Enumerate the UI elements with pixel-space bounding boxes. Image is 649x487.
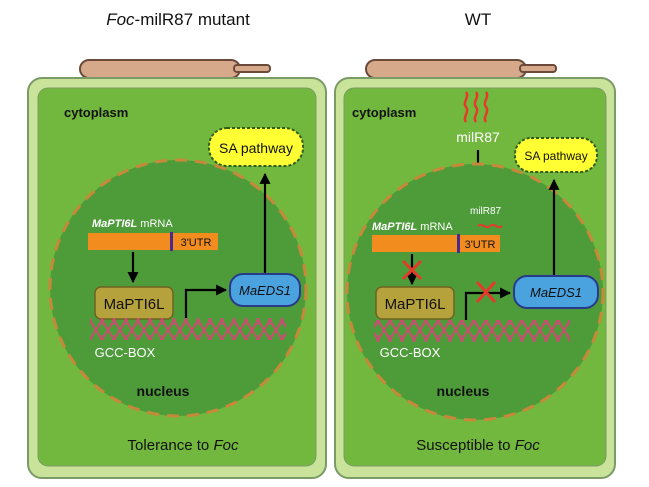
- right-hypha: [365, 59, 557, 79]
- right-panel: WT cytoplasm milR87 SA pathway nucleus m…: [334, 10, 616, 479]
- right-utr-label: 3'UTR: [465, 239, 496, 251]
- left-nucleus-label: nucleus: [137, 383, 190, 399]
- right-outcome-label: Susceptible to Foc: [416, 437, 540, 454]
- left-hypha: [79, 59, 271, 79]
- right-utr-mark: [457, 234, 460, 253]
- right-dna: [374, 320, 570, 342]
- right-eds1-box: [513, 275, 599, 309]
- right-sa-pathway-box: [514, 137, 598, 173]
- right-mrna-label: MaPTI6L mRNA: [372, 221, 453, 233]
- right-protein-label: MaPTI6L: [385, 296, 446, 313]
- right-cytoplasm-label: cytoplasm: [352, 105, 416, 120]
- right-activation-block-x-icon: [475, 280, 497, 304]
- right-sa-pathway-label: SA pathway: [524, 149, 587, 163]
- milr87-squiggle-icon: [463, 91, 489, 123]
- right-translation-block-x-icon: [401, 259, 423, 281]
- right-nucleus-label: nucleus: [437, 383, 490, 399]
- left-panel: Foc-milR87 mutant cytoplasm SA pathway n…: [27, 10, 327, 479]
- left-panel-title: Foc-milR87 mutant: [106, 10, 250, 29]
- left-sa-pathway-box: [208, 127, 304, 167]
- left-utr-label: 3'UTR: [181, 237, 212, 249]
- right-milr87-label: milR87: [456, 129, 500, 145]
- left-activation-arrow: [184, 284, 228, 318]
- right-activation-arrow: [464, 287, 512, 320]
- right-milr87-small-label: milR87: [470, 206, 502, 217]
- left-mrna-bar: [88, 233, 218, 250]
- right-eds1-label: MaEDS1: [530, 285, 582, 300]
- left-sa-pathway-label: SA pathway: [219, 140, 293, 156]
- left-protein-label: MaPTI6L: [104, 296, 165, 313]
- left-eds1-box: [229, 273, 301, 307]
- left-outcome-label: Tolerance to Foc: [128, 437, 239, 454]
- right-gcc-box-label: GCC-BOX: [380, 345, 441, 360]
- left-mrna-label: MaPTI6L mRNA: [92, 218, 173, 230]
- milr87-binding-squiggle-icon: [477, 223, 503, 229]
- left-eds1-label: MaEDS1: [239, 283, 291, 298]
- right-panel-title: WT: [465, 10, 491, 29]
- left-utr-mark: [170, 232, 173, 251]
- right-protein-box: [375, 286, 455, 320]
- left-nucleus: [48, 158, 308, 418]
- left-cytoplasm-label: cytoplasm: [64, 105, 128, 120]
- right-mrna-bar: [372, 235, 500, 252]
- left-gcc-box-label: GCC-BOX: [95, 345, 156, 360]
- left-dna: [90, 318, 286, 340]
